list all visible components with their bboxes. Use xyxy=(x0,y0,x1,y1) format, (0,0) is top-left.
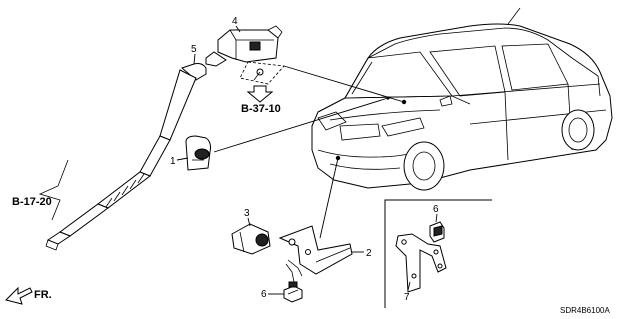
reference-b-17-20: B-17-20 xyxy=(12,196,52,208)
callout-6-inset: 6 xyxy=(433,204,439,215)
inset-part-7-bracket xyxy=(395,233,447,293)
part-5-hose xyxy=(45,63,207,251)
corrugated-tube xyxy=(96,171,152,209)
callout-4: 4 xyxy=(232,16,238,27)
callout-6-lower: 6 xyxy=(261,289,267,300)
callout-1: 1 xyxy=(170,156,176,167)
diagram-code: SDR4B6100A xyxy=(560,306,610,315)
inset-part-6-bolt xyxy=(429,221,445,243)
front-direction-arrow-icon xyxy=(5,286,33,305)
part-4-housing xyxy=(205,25,285,85)
leader-lines xyxy=(213,65,405,239)
callout-2: 2 xyxy=(366,248,372,259)
part-1-sensor xyxy=(185,135,211,171)
inset-box xyxy=(384,199,492,308)
part-3-clip xyxy=(231,223,271,255)
reference-arrow-down-icon xyxy=(246,85,274,103)
callout-5: 5 xyxy=(191,44,197,55)
callout-3: 3 xyxy=(244,208,250,219)
callout-7: 7 xyxy=(404,292,410,303)
reference-arrow-diagonal-icon xyxy=(38,159,69,221)
part-2-bracket xyxy=(278,225,353,283)
reference-b-37-10: B-37-10 xyxy=(241,103,281,115)
part-6-bolt xyxy=(283,281,303,303)
car-illustration xyxy=(311,7,613,191)
front-direction-label: FR. xyxy=(34,289,52,301)
screw-icon xyxy=(253,68,264,81)
